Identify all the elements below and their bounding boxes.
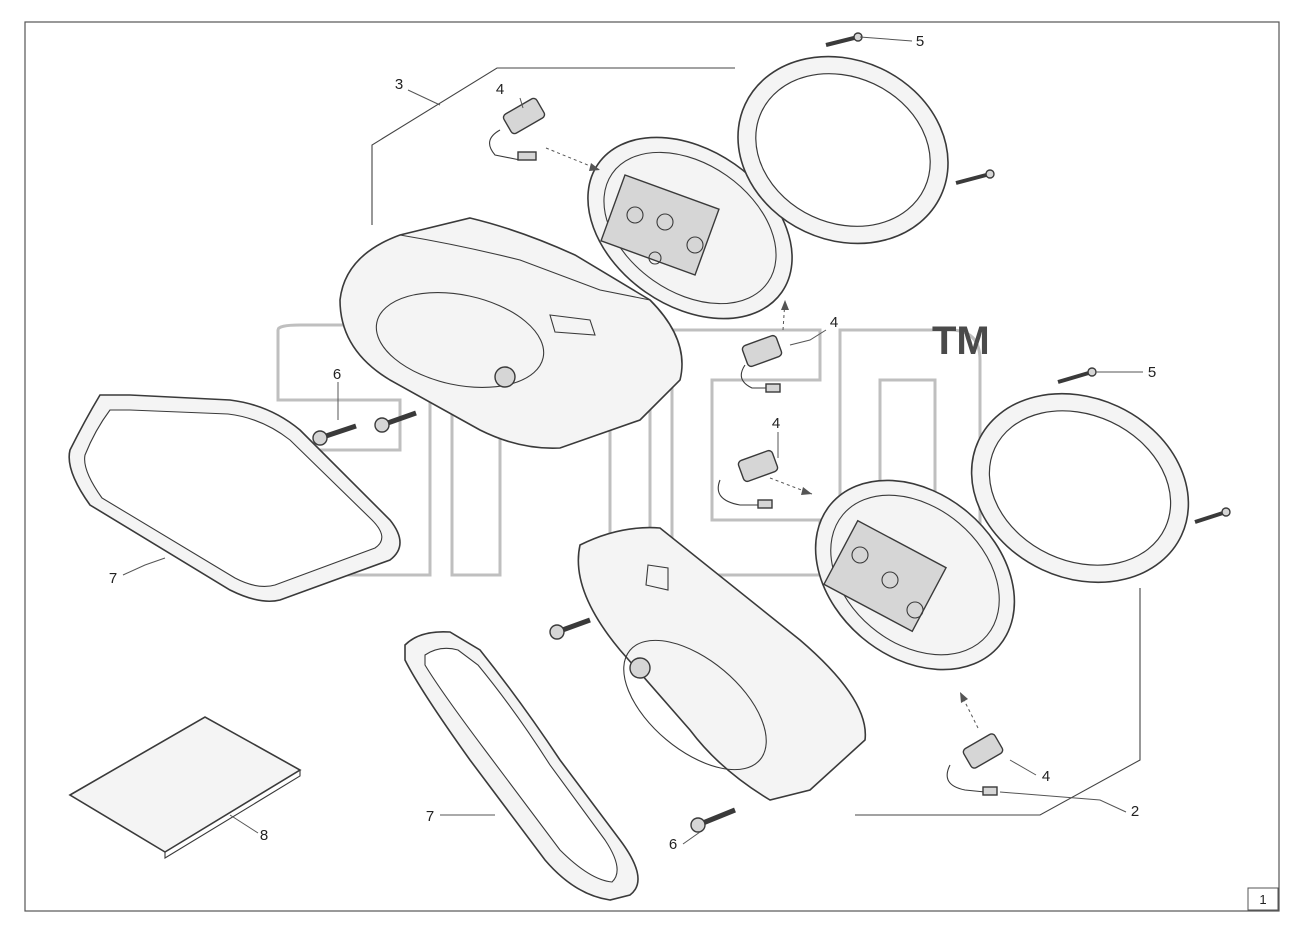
left-screws-6 [312, 410, 417, 446]
callout-3: 3 [395, 76, 403, 93]
upper-bulb [489, 97, 546, 161]
lower-seal [404, 630, 639, 901]
callout-5-lower: 5 [1148, 364, 1156, 381]
callout-4-lower: 4 [1042, 768, 1050, 785]
callout-6-left: 6 [333, 366, 341, 383]
loose-screw [549, 617, 591, 640]
watermark-trademark: TM [932, 319, 990, 363]
callout-4-upper: 4 [496, 81, 504, 98]
lower-screws [1057, 367, 1231, 524]
left-seal [68, 394, 401, 603]
bracket-item-3 [371, 67, 735, 225]
bracket-item-2 [855, 588, 1141, 816]
upper-screws [825, 32, 995, 185]
lower-lamp-housing [577, 526, 867, 801]
leader-lines [122, 36, 1143, 845]
middle-bulb-upper [740, 334, 783, 393]
sheet-number: 1 [1259, 892, 1266, 907]
lower-lamp-rim [970, 392, 1190, 584]
lower-lamp-unit [814, 479, 1016, 671]
callout-8: 8 [260, 827, 268, 844]
callout-6-bottom: 6 [669, 836, 677, 853]
callout-numbers: 2 3 4 4 4 4 5 5 6 6 7 7 8 [109, 33, 1156, 853]
drawing-border [24, 21, 1280, 912]
callout-7-bottom: 7 [426, 808, 434, 825]
middle-bulb-lower [717, 449, 779, 509]
callout-5-upper: 5 [916, 33, 924, 50]
upper-lamp-housing [339, 217, 683, 449]
bottom-screw-6 [690, 807, 736, 833]
upper-lamp-unit [587, 136, 793, 320]
sheet-number-box [1247, 887, 1279, 911]
callout-4-middle-lower: 4 [772, 415, 780, 432]
lower-bulb [946, 733, 1004, 796]
callout-2: 2 [1131, 803, 1139, 820]
callout-7-left: 7 [109, 570, 117, 587]
assembly-arrows [545, 147, 979, 729]
upper-lamp-rim [737, 55, 949, 245]
callout-4-middle-upper: 4 [830, 314, 838, 331]
